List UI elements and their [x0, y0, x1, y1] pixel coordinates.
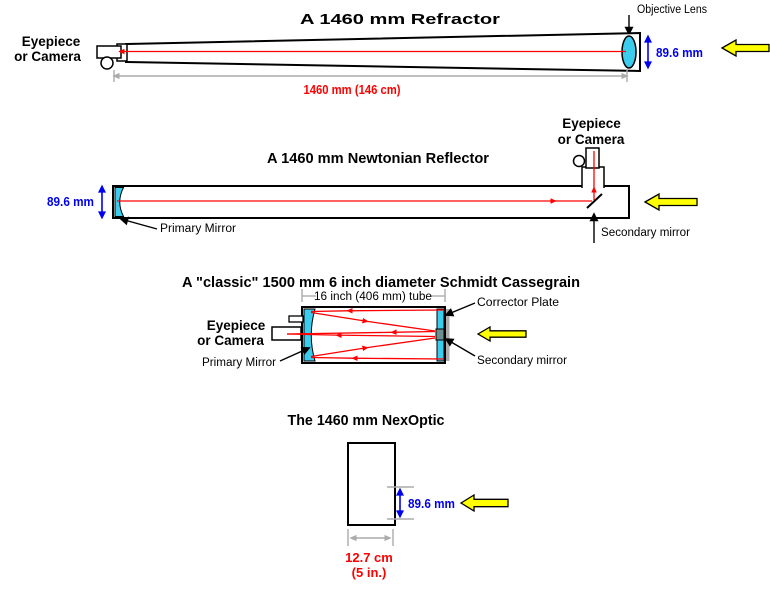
- corrector-plate-pointer-arrow-icon: [444, 302, 476, 317]
- nexoptic-diagram: The 1460 mm NexOptic 89.6 mm 12.7 cm (5 …: [288, 412, 509, 580]
- light-direction-arrow-icon: [643, 192, 698, 212]
- newtonian-eyepiece-label-line1: Eyepiece: [562, 116, 621, 131]
- objective-lens-label: Objective Lens: [637, 4, 707, 16]
- newtonian-diagram: Eyepiece or Camera A 1460 mm Newtonian R…: [47, 116, 698, 243]
- nexoptic-aperture-value: 89.6 mm: [408, 496, 455, 511]
- nexoptic-width-cm-value: 12.7 cm: [345, 550, 393, 565]
- primary-mirror-pointer-arrow-icon: [119, 216, 158, 230]
- nexoptic-title: The 1460 mm NexOptic: [288, 412, 445, 429]
- light-direction-arrow-icon: [476, 325, 527, 343]
- entering-ray-bottom: [310, 356, 353, 359]
- entering-ray-bottom: [351, 355, 444, 362]
- refractor-diagram: A 1460 mm Refractor Objective Lens 89.6 …: [14, 4, 770, 97]
- newtonian-focus-knob: [572, 154, 586, 168]
- cassegrain-secondary-label: Secondary mirror: [477, 355, 567, 367]
- cassegrain-finder-stub: [288, 315, 304, 323]
- light-direction-arrow-icon: [720, 38, 770, 58]
- newtonian-secondary-mirror: [586, 193, 603, 209]
- primary-mirror-pointer-arrow-icon: [279, 346, 311, 362]
- newtonian-title: A 1460 mm Newtonian Reflector: [267, 150, 489, 167]
- refractor-focus-knob: [100, 56, 114, 70]
- cassegrain-corrector-label: Corrector Plate: [477, 297, 559, 309]
- newtonian-secondary-label: Secondary mirror: [601, 227, 690, 239]
- refractor-eyepiece-label-line1: Eyepiece: [22, 34, 81, 49]
- newtonian-tube: [112, 185, 630, 219]
- cassegrain-secondary-mirror: [435, 328, 445, 341]
- secondary-mirror-pointer-arrow-icon: [444, 338, 476, 357]
- tube-rim-shadow: [446, 309, 450, 361]
- cassegrain-title: A "classic" 1500 mm 6 inch diameter Schm…: [182, 274, 580, 291]
- converging-ray-bottom: [367, 337, 436, 349]
- newtonian-primary-label: Primary Mirror: [160, 223, 236, 235]
- nexoptic-body: [347, 442, 396, 526]
- entering-ray-top: [346, 307, 444, 314]
- cassegrain-eyepiece-label-line1: Eyepiece: [207, 318, 266, 333]
- newtonian-primary-mirror: [114, 187, 125, 217]
- refractor-length-value: 1460 mm (146 cm): [304, 82, 401, 97]
- converging-ray-top: [367, 320, 436, 332]
- cassegrain-diagram: A "classic" 1500 mm 6 inch diameter Schm…: [182, 274, 580, 369]
- refractor-aperture-value: 89.6 mm: [656, 45, 703, 60]
- refractor-eyepiece-box: [96, 45, 122, 59]
- light-direction-arrow-icon: [459, 493, 509, 513]
- cassegrain-tube-length-label: 16 inch (406 mm) tube: [314, 291, 432, 303]
- cassegrain-primary-label: Primary Mirror: [202, 357, 276, 369]
- newtonian-eyepiece-label-line2: or Camera: [558, 132, 625, 147]
- refractor-title: A 1460 mm Refractor: [300, 11, 500, 28]
- entering-ray-top: [310, 310, 348, 313]
- cassegrain-eyepiece-label-line2: or Camera: [197, 333, 264, 348]
- refractor-eyepiece-label-line2: or Camera: [14, 49, 81, 64]
- converging-ray-bottom: [310, 345, 369, 358]
- exit-ray-lower: [335, 332, 436, 338]
- newtonian-aperture-value: 89.6 mm: [47, 194, 94, 209]
- nexoptic-width-in-value: (5 in.): [352, 565, 387, 580]
- exit-ray-upper: [390, 329, 436, 335]
- exit-ray-lower: [286, 333, 337, 336]
- newtonian-eyepiece-box: [585, 147, 600, 169]
- converging-ray-top: [310, 311, 369, 324]
- newtonian-focuser: [581, 166, 605, 188]
